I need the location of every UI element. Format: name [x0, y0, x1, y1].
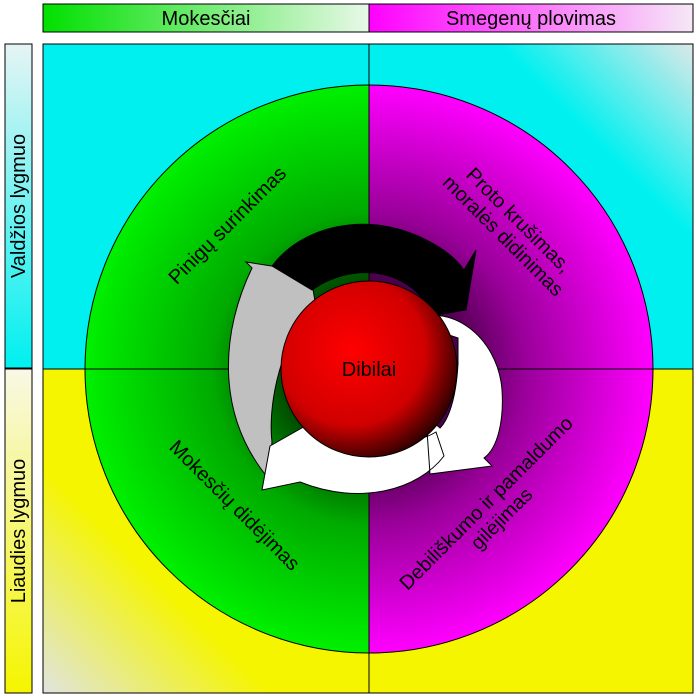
header-smegenu-plovimas-bg [368, 3, 694, 33]
center-label: Dibilai [342, 359, 396, 381]
center-circle [280, 280, 458, 458]
row-valdzios-lygmuo: Valdžios lygmuo [8, 134, 30, 278]
row-liaudies-lygmuo: Liaudies lygmuo [8, 459, 30, 604]
row-valdzios-bg [4, 43, 33, 369]
header-mokesciai-bg [42, 3, 370, 33]
header-smegenu-plovimas: Smegenų plovimas [446, 8, 616, 30]
row-liaudies-bg [4, 368, 33, 694]
arrow-black [271, 223, 477, 321]
header-mokesciai: Mokesčiai [162, 8, 251, 30]
arrow-grey [228, 261, 321, 480]
